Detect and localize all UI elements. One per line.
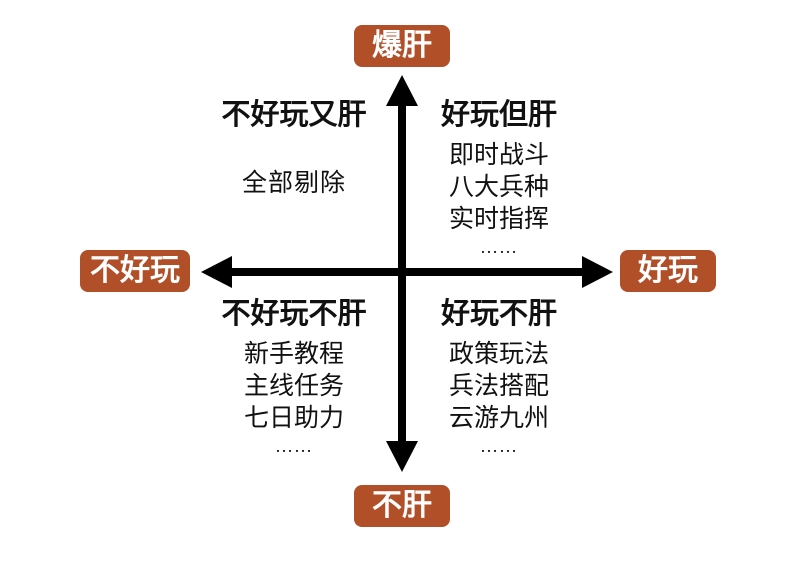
quadrant-item-list: 新手教程主线任务七日助力 …… [174,339,414,457]
axis-label-left: 不好玩 [80,250,190,292]
down-arrowhead-icon [386,441,418,472]
quadrant-item: 兵法搭配 [448,373,549,400]
quadrant-item-list: 即时战斗八大兵种实时指挥 …… [379,140,619,258]
quadrant-item: 八大兵种 [448,174,549,201]
quadrant-top-left: 不好玩又肝 全部剔除 [174,98,414,200]
quadrant-item: 主线任务 [243,373,344,400]
quadrant-title: 不好玩又肝 [221,99,367,131]
up-arrowhead-icon [386,75,418,106]
axis-label-bottom: 不肝 [354,485,450,527]
quadrant-title: 好玩不肝 [440,298,557,330]
quadrant-item: 政策玩法 [448,341,549,368]
quadrant-item: 即时战斗 [448,142,549,169]
quadrant-item: 七日助力 [243,405,344,432]
quadrant-title: 好玩但肝 [440,99,557,131]
quadrant-item: 实时指挥 [448,206,549,233]
right-arrowhead-icon [582,256,613,288]
quadrant-bottom-right: 好玩不肝 政策玩法兵法搭配云游九州 …… [379,297,619,457]
quadrant-item-list: 政策玩法兵法搭配云游九州 …… [379,339,619,457]
quadrant-item: …… [480,237,518,257]
quadrant-top-right: 好玩但肝 即时战斗八大兵种实时指挥 …… [379,98,619,258]
quadrant-bottom-left: 不好玩不肝 新手教程主线任务七日助力 …… [174,297,414,457]
axis-label-top: 爆肝 [354,25,450,67]
quadrant-item-list: 全部剔除 [174,168,414,200]
quadrant-item: 新手教程 [243,341,344,368]
quadrant-item: …… [480,436,518,456]
quadrant-item: 全部剔除 [241,170,346,197]
axis-label-right: 好玩 [620,250,716,292]
left-arrowhead-icon [201,256,232,288]
quadrant-item: …… [275,436,313,456]
quadrant-title: 不好玩不肝 [221,298,367,330]
quadrant-item: 云游九州 [448,405,549,432]
